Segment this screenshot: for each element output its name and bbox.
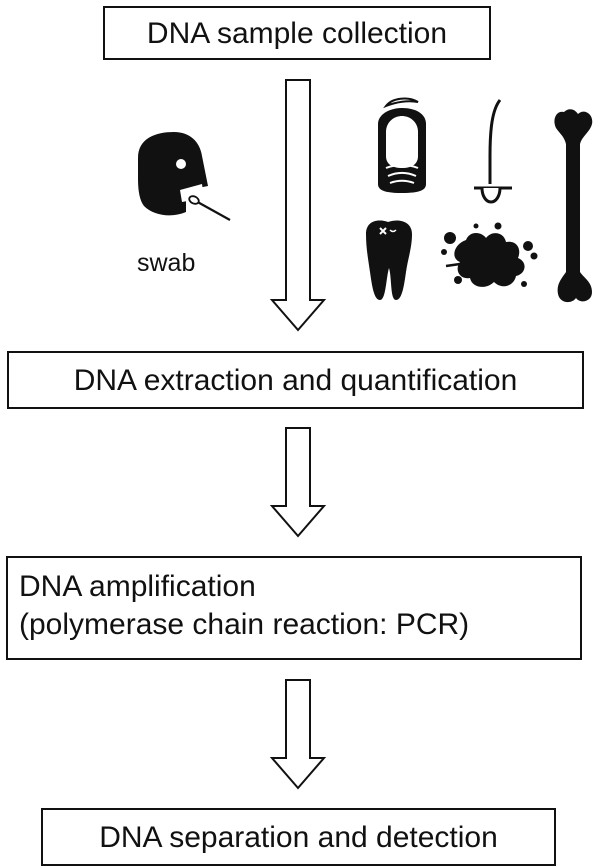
step-separation-detection: DNA separation and detection [41,808,556,866]
blood-stain-icon [441,222,538,287]
step-amplification-sublabel: (polymerase chain reaction: PCR) [19,608,470,641]
arrow-down-icon [269,79,327,332]
step-amplification-label: DNA amplification [19,570,256,603]
arrow-down-icon [269,427,327,538]
step-extraction-quantification: DNA extraction and quantification [7,351,584,409]
step-sample-collection: DNA sample collection [103,6,491,60]
swab-label: swab [137,249,196,277]
hair-root-icon [474,99,512,204]
step-sample-collection-label: DNA sample collection [146,17,448,50]
bone-icon [554,109,593,303]
fingernail-icon [378,97,426,193]
step-separation-label: DNA separation and detection [99,821,498,854]
step-extraction-label: DNA extraction and quantification [73,364,518,397]
tooth-icon [366,220,412,300]
arrow-down-icon [269,679,327,790]
head-with-swab-icon [138,132,231,221]
step-amplification: DNA amplification (polymerase chain reac… [6,556,582,660]
